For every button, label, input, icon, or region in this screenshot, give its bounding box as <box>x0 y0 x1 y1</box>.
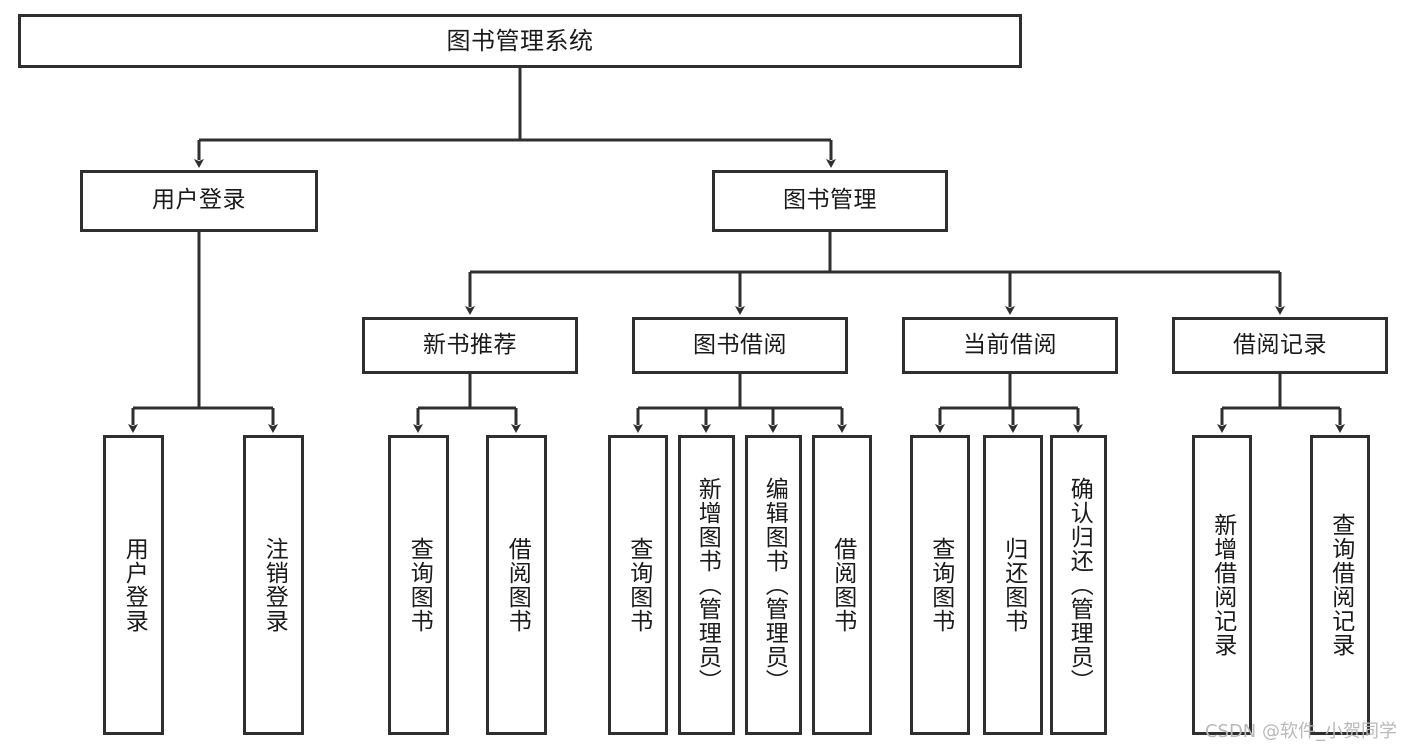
edges-current-to-leaves <box>935 374 1083 433</box>
edges-record-to-leaves <box>1217 374 1345 433</box>
edges-root-to-level2 <box>194 68 836 168</box>
node-user-login[interactable]: 用户登录 <box>80 170 318 232</box>
node-book-management-label: 图书管理 <box>783 187 877 214</box>
csdn-watermark: CSDN @软件_小贺同学 <box>1204 721 1397 742</box>
leaf-query-book-recommend[interactable]: 查询图书 <box>388 435 449 735</box>
leaf-borrow-book[interactable]: 借阅图书 <box>812 435 872 735</box>
leaf-add-book-admin[interactable]: 新增图书（管理员） <box>678 435 735 735</box>
node-new-book-recommend-label: 新书推荐 <box>423 331 517 358</box>
leaf-label: 注销登录 <box>261 537 288 633</box>
leaf-user-login[interactable]: 用户登录 <box>103 435 164 735</box>
leaf-label: 查询图书 <box>406 537 433 633</box>
leaf-return-book[interactable]: 归还图书 <box>983 435 1043 735</box>
node-root-system[interactable]: 图书管理系统 <box>18 14 1022 68</box>
leaf-confirm-return-admin[interactable]: 确认归还（管理员） <box>1050 435 1107 735</box>
node-root-label: 图书管理系统 <box>446 26 594 55</box>
edges-recommend-to-leaves <box>413 374 521 433</box>
edges-userlogin-to-leaves <box>128 232 278 433</box>
leaf-label: 用户登录 <box>121 537 148 633</box>
leaf-query-book-borrow[interactable]: 查询图书 <box>608 435 668 735</box>
node-current-borrow-label: 当前借阅 <box>963 331 1057 358</box>
leaf-label: 归还图书 <box>1000 537 1027 633</box>
leaf-label: 借阅图书 <box>504 537 531 633</box>
leaf-user-logout[interactable]: 注销登录 <box>243 435 304 735</box>
leaf-label: 查询图书 <box>927 537 954 633</box>
edges-borrow-to-leaves <box>633 374 847 433</box>
node-borrow-record[interactable]: 借阅记录 <box>1172 317 1388 374</box>
leaf-label: 编辑图书（管理员） <box>761 477 788 693</box>
node-borrow-record-label: 借阅记录 <box>1233 331 1327 358</box>
node-book-borrow[interactable]: 图书借阅 <box>632 317 848 374</box>
node-new-book-recommend[interactable]: 新书推荐 <box>362 317 578 374</box>
leaf-label: 确认归还（管理员） <box>1066 477 1093 693</box>
leaf-label: 查询借阅记录 <box>1327 513 1354 657</box>
node-user-login-label: 用户登录 <box>152 187 246 214</box>
node-book-management[interactable]: 图书管理 <box>712 170 948 232</box>
leaf-label: 新增图书（管理员） <box>694 477 721 693</box>
leaf-query-borrow-record[interactable]: 查询借阅记录 <box>1310 435 1370 735</box>
leaf-label: 新增借阅记录 <box>1209 513 1236 657</box>
node-current-borrow[interactable]: 当前借阅 <box>902 317 1118 374</box>
node-book-borrow-label: 图书借阅 <box>693 331 787 358</box>
leaf-edit-book-admin[interactable]: 编辑图书（管理员） <box>745 435 802 735</box>
leaf-add-borrow-record[interactable]: 新增借阅记录 <box>1192 435 1252 735</box>
leaf-label: 查询图书 <box>625 537 652 633</box>
leaf-borrow-book-recommend[interactable]: 借阅图书 <box>486 435 547 735</box>
leaf-label: 借阅图书 <box>829 537 856 633</box>
leaf-query-book-current[interactable]: 查询图书 <box>910 435 970 735</box>
edges-bookmgmt-to-level3 <box>465 232 1285 315</box>
